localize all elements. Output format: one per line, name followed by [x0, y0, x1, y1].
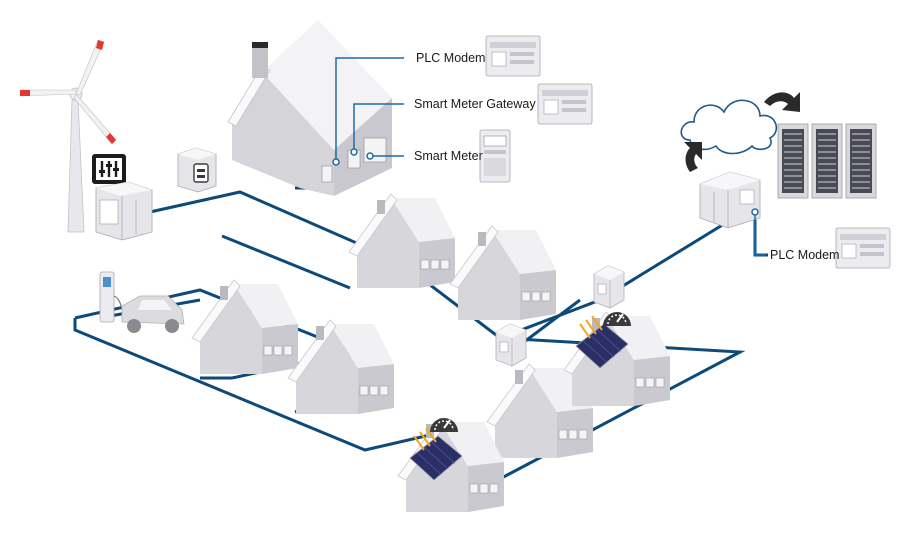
label-plc-modem: PLC Modem [416, 51, 485, 65]
house-icon [287, 319, 395, 415]
label-plc-modem-right: PLC Modem [770, 248, 839, 262]
substation-icon [593, 265, 625, 309]
main-house-icon [227, 20, 392, 196]
smart-meter-device [479, 129, 511, 183]
house-solar-icon [563, 311, 671, 407]
server-rack-icon [777, 123, 877, 199]
cloud-icon [680, 99, 778, 155]
car-icon [121, 295, 185, 333]
gauge-icon [429, 417, 459, 433]
smart-meter-gateway-device [537, 83, 593, 125]
battery-icon [177, 147, 217, 193]
house-icon [348, 193, 456, 289]
plc-modem-device [485, 35, 541, 77]
label-smart-meter-gateway: Smart Meter Gateway [414, 97, 536, 111]
datacenter-cabinet [699, 171, 761, 229]
turbine-cabinet [95, 181, 153, 241]
house-icon [449, 225, 557, 321]
callout-dots [332, 148, 759, 216]
callout-lines [335, 57, 766, 256]
label-smart-meter: Smart Meter [414, 149, 483, 163]
arrow-icon [684, 92, 800, 172]
wind-turbine-icon [19, 39, 117, 233]
substation-icon [495, 323, 527, 367]
mixer-icon [92, 154, 126, 184]
plc-modem-device [835, 227, 891, 269]
